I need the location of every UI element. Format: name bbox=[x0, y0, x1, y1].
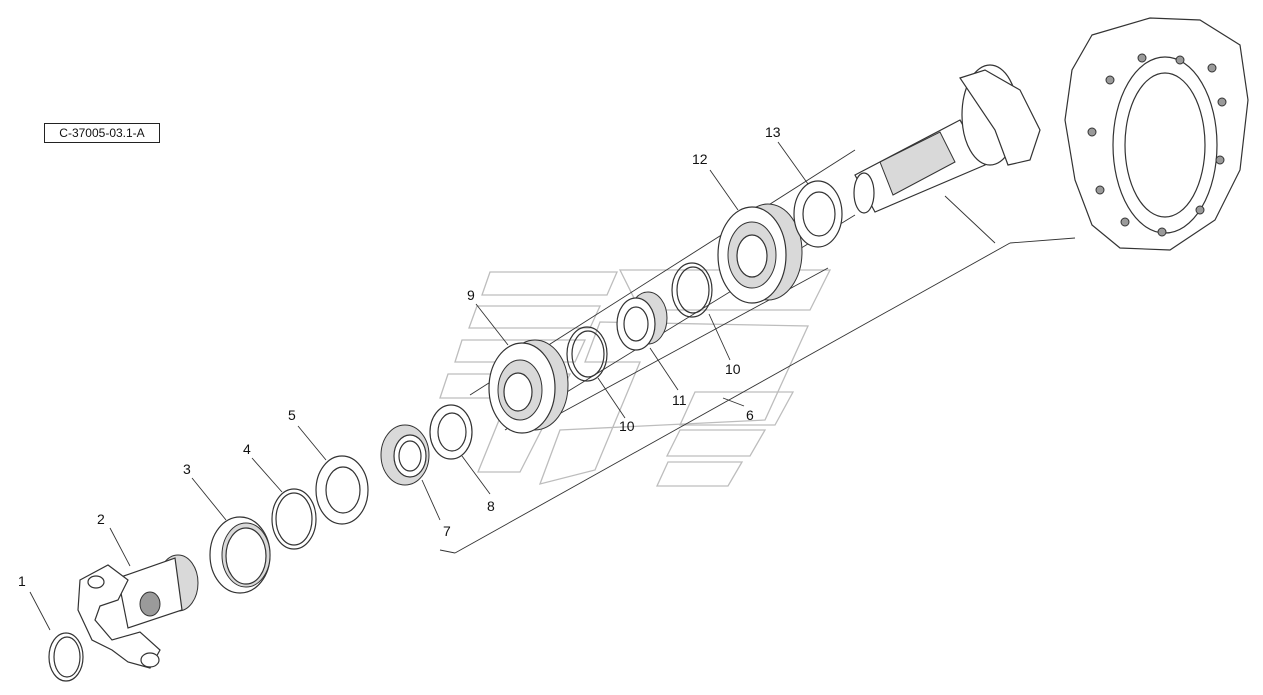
part-5-washer bbox=[315, 455, 369, 525]
part-4-o-ring bbox=[271, 488, 317, 550]
part-9-bearing bbox=[488, 339, 569, 434]
part-6-pinion-and-ring-gear bbox=[853, 17, 1249, 251]
callout-13: 13 bbox=[765, 124, 781, 140]
part-10-shim-a bbox=[566, 326, 608, 382]
watermark-logo bbox=[439, 269, 832, 487]
callout-7: 7 bbox=[443, 523, 451, 539]
part-3-oil-seal bbox=[209, 516, 271, 594]
part-11-spacer bbox=[616, 291, 668, 351]
callout-12: 12 bbox=[692, 151, 708, 167]
callout-11: 11 bbox=[672, 392, 687, 408]
part-8-lock-washer bbox=[429, 404, 473, 460]
callout-labels: 1 2 3 4 5 6 7 8 9 10 10 11 12 13 bbox=[18, 124, 781, 589]
callout-2: 2 bbox=[97, 511, 105, 527]
part-10-shim-b bbox=[671, 262, 713, 318]
part-1-snap-ring bbox=[48, 632, 84, 682]
part-7-slotted-nut bbox=[380, 424, 430, 486]
callout-leaders bbox=[29, 141, 809, 631]
callout-1: 1 bbox=[18, 573, 26, 589]
callout-6: 6 bbox=[746, 407, 754, 423]
drawing-reference-code: C-37005-03.1-A bbox=[44, 123, 160, 143]
part-12-bearing bbox=[717, 203, 803, 304]
part-13-washer bbox=[793, 180, 843, 248]
callout-10b: 10 bbox=[725, 361, 741, 377]
callout-5: 5 bbox=[288, 407, 296, 423]
callout-4: 4 bbox=[243, 441, 251, 457]
callout-9: 9 bbox=[467, 287, 475, 303]
callout-8: 8 bbox=[487, 498, 495, 514]
callout-3: 3 bbox=[183, 461, 191, 477]
part-2-yoke bbox=[77, 554, 199, 669]
callout-10a: 10 bbox=[619, 418, 635, 434]
